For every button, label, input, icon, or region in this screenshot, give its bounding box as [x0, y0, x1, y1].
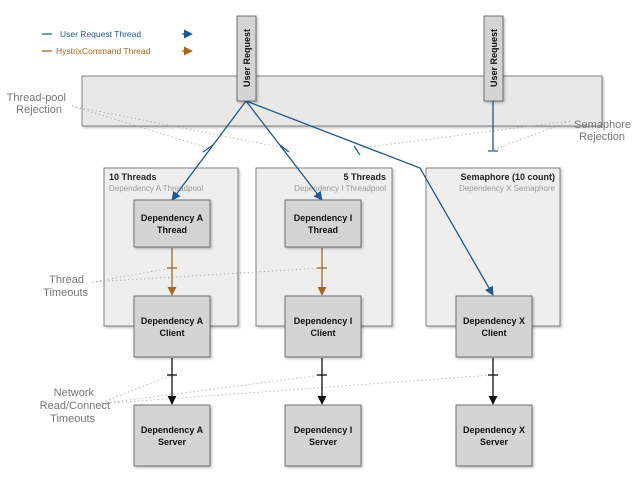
hystrix-command-flows	[167, 248, 327, 296]
rejection-markers	[202, 144, 498, 156]
server-node-i: Dependency I Server	[284, 404, 362, 467]
server-node-a-line2: Server	[158, 437, 187, 447]
client-node-x-line2: Client	[481, 328, 506, 338]
semaphore-rejection-line2: Rejection	[579, 131, 625, 143]
thread-pool-rejection-line1: Thread-pool	[7, 92, 66, 104]
client-node-a-line2: Client	[159, 328, 184, 338]
pool-x-subtitle: Dependency X Semaphore	[459, 184, 556, 193]
legend-user-request-label: User Request Thread	[60, 29, 141, 39]
thread-node-i-line2: Thread	[308, 225, 338, 235]
server-node-a-line1: Dependency A	[141, 425, 204, 435]
client-node-i-line1: Dependency I	[294, 316, 353, 326]
client-node-x-line1: Dependency X	[463, 316, 525, 326]
thread-node-i-line1: Dependency I	[294, 213, 353, 223]
pool-a-subtitle: Dependency A Threadpool	[109, 184, 203, 193]
client-node-i: Dependency I Client	[284, 295, 362, 358]
network-flows	[167, 358, 498, 405]
legend-hystrix-command-label: HystrixCommand Thread	[56, 46, 151, 56]
server-node-x-line2: Server	[480, 437, 509, 447]
thread-timeouts-line2: Timeouts	[43, 287, 88, 299]
user-request-label-2: User Request	[489, 29, 499, 87]
client-node-i-line2: Client	[310, 328, 335, 338]
network-timeouts-line3: Timeouts	[50, 413, 95, 425]
pool-i-title: 5 Threads	[343, 172, 386, 182]
flow-to-thread-i	[245, 100, 323, 201]
server-node-i-line2: Server	[309, 437, 338, 447]
thread-node-a-line2: Thread	[157, 225, 187, 235]
client-node-x: Dependency X Client	[455, 295, 533, 358]
flow-to-client-x	[245, 100, 494, 296]
user-request-label-1: User Request	[242, 29, 252, 87]
annotation-guides	[71, 105, 571, 405]
pool-i-subtitle: Dependency I Threadpool	[294, 184, 386, 193]
client-node-a: Dependency A Client	[133, 295, 211, 358]
server-node-i-line1: Dependency I	[294, 425, 353, 435]
user-request-box-1	[236, 15, 257, 102]
user-request-box-2	[483, 15, 504, 102]
server-node-a: Dependency A Server	[133, 404, 211, 467]
server-node-x: Dependency X Server	[455, 404, 533, 467]
thread-node-i: Dependency I Thread	[284, 199, 362, 248]
pool-a-title: 10 Threads	[109, 172, 157, 182]
server-node-x-line1: Dependency X	[463, 425, 525, 435]
flow-to-thread-a	[171, 100, 247, 201]
thread-node-a: Dependency A Thread	[133, 199, 211, 248]
request-band	[81, 75, 603, 127]
semaphore-rejection-line1: Semaphore	[574, 119, 631, 131]
user-request-flows	[171, 100, 494, 296]
pool-x-title: Semaphore (10 count)	[460, 172, 555, 182]
thread-pool-rejection-line2: Rejection	[16, 104, 62, 116]
thread-timeouts-line1: Thread	[49, 274, 84, 286]
network-timeouts-line2: Read/Connect	[40, 400, 110, 412]
legend: User Request Thread HystrixCommand Threa…	[42, 28, 193, 57]
thread-node-a-line1: Dependency A	[141, 213, 204, 223]
network-timeouts-line1: Network	[54, 387, 95, 399]
client-node-a-line1: Dependency A	[141, 316, 204, 326]
